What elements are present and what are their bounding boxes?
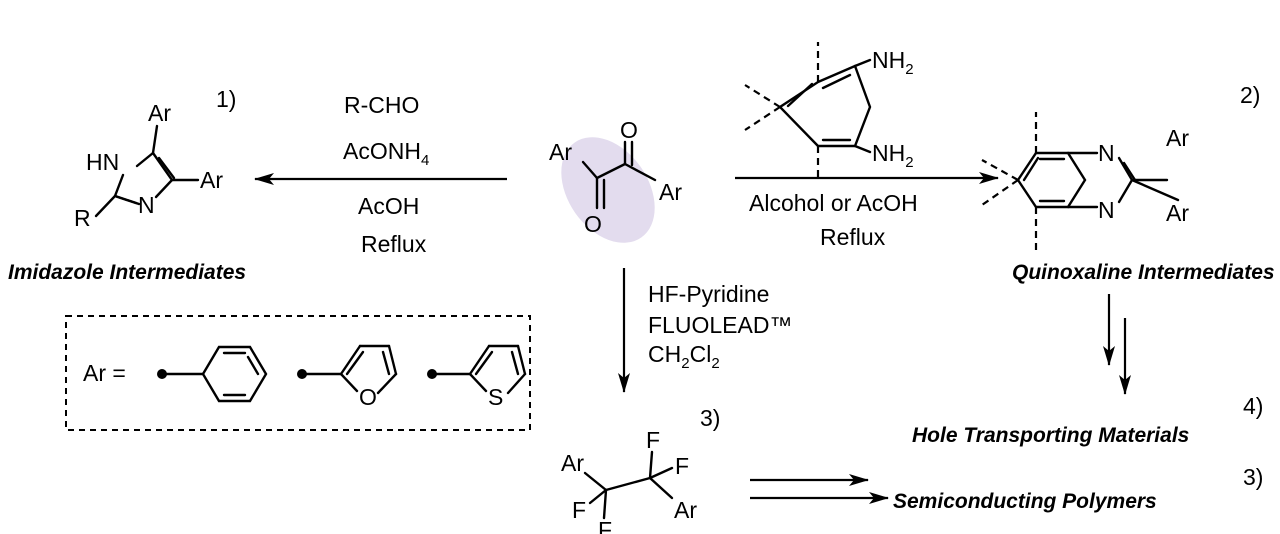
imidazole-r: R — [74, 205, 91, 231]
route3-number: 3) — [700, 405, 720, 431]
ar-legend: Ar = O — [65, 315, 531, 431]
benzene-icon — [157, 345, 268, 403]
legend-ar-label: Ar = — [83, 360, 126, 386]
route1-number: 1) — [216, 86, 236, 112]
route1-reagent-aconh4: AcONH4 — [343, 138, 429, 169]
fluorine-2: F — [675, 453, 689, 479]
sp-label: Semiconducting Polymers — [893, 490, 1157, 513]
thiophene-sulfur: S — [488, 384, 503, 410]
core-ar-left: Ar — [549, 139, 572, 165]
route1-reflux: Reflux — [361, 231, 427, 257]
fluorine-3: F — [572, 497, 586, 523]
thiophene-icon: S — [427, 344, 527, 410]
imidazole-ar-right: Ar — [200, 167, 223, 193]
diamine-reagent: NH2 NH2 — [744, 42, 914, 178]
diketone-core: Ar Ar O O — [549, 117, 682, 243]
imidazole-n: N — [138, 192, 155, 218]
amine-bottom: NH2 — [872, 140, 914, 171]
cf-ar-left: Ar — [561, 450, 584, 476]
route3-reagent-hf-pyridine: HF-Pyridine — [648, 281, 769, 307]
amine-top: NH2 — [872, 47, 914, 78]
legend-box — [65, 315, 531, 431]
route2-condition-solvent: Alcohol or AcOH — [749, 190, 918, 216]
quinoxaline-label: Quinoxaline Intermediates — [1012, 261, 1275, 284]
furan-icon: O — [297, 344, 398, 410]
cf-ar-right: Ar — [674, 497, 697, 523]
imidazole-label: Imidazole Intermediates — [8, 261, 246, 284]
quinoxaline-n-bottom: N — [1098, 197, 1115, 223]
route1-reagent-rcho: R-CHO — [344, 92, 419, 118]
route2-number: 2) — [1240, 82, 1260, 108]
imidazole-structure: HN N R Ar Ar — [74, 100, 223, 231]
route3-reagent-fluolead: FLUOLEAD™ — [648, 312, 792, 338]
quinoxaline-structure: N N Ar Ar — [981, 112, 1189, 250]
route2-reflux: Reflux — [820, 224, 886, 250]
htm-number: 4) — [1243, 393, 1263, 419]
core-oxygen-bottom: O — [584, 211, 602, 237]
imidazole-hn: HN — [86, 149, 119, 175]
quinoxaline-ar-bottom: Ar — [1166, 200, 1189, 226]
quinoxaline-n-top: N — [1098, 140, 1115, 166]
sp-number: 3) — [1243, 464, 1263, 490]
route1-conditions: R-CHO AcONH4 AcOH Reflux — [343, 92, 429, 257]
fluorine-4: F — [598, 517, 612, 534]
tetrafluoroethane-structure: Ar Ar F F F F — [561, 427, 697, 534]
core-ar-right: Ar — [659, 179, 682, 205]
htm-label: Hole Transporting Materials — [912, 424, 1189, 447]
imidazole-ar-top: Ar — [148, 100, 171, 126]
core-oxygen-top: O — [620, 117, 638, 143]
route3-solvent: CH2Cl2 — [648, 341, 720, 372]
fluorine-1: F — [646, 427, 660, 453]
furan-oxygen: O — [359, 384, 377, 410]
route1-reagent-acoh: AcOH — [358, 193, 419, 219]
quinoxaline-ar-top: Ar — [1166, 125, 1189, 151]
